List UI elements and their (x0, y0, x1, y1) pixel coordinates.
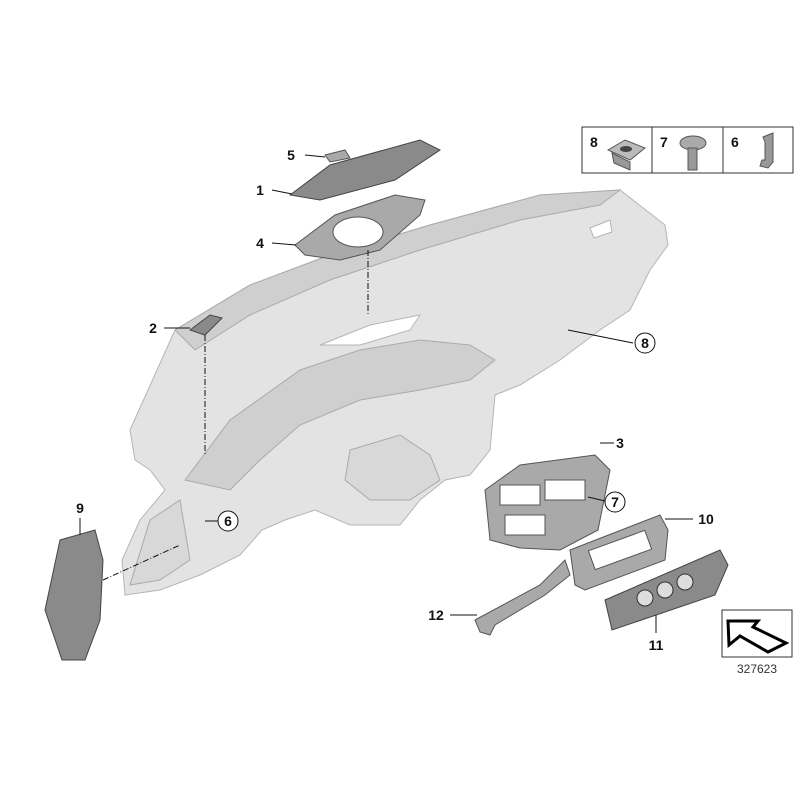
orientation-box: 327623 (721, 609, 793, 676)
cage-nut-icon (606, 139, 646, 171)
callout-10: 10 (698, 511, 714, 527)
callout-3: 3 (616, 435, 624, 451)
callout-6: 6 (224, 513, 232, 529)
arrow-icon (726, 619, 790, 654)
callout-4: 4 (256, 235, 264, 251)
bracket-clip-icon (759, 132, 774, 169)
callout-8: 8 (641, 335, 649, 351)
callout-11: 11 (649, 637, 664, 653)
callout-12: 12 (428, 607, 444, 623)
part-9-end-cover[interactable] (44, 529, 104, 661)
callout-7: 7 (611, 494, 619, 510)
callout-2: 2 (149, 320, 157, 336)
part-2-air-vent[interactable] (188, 314, 223, 336)
part-5-clip[interactable] (324, 149, 351, 163)
fastener-label-6: 6 (731, 134, 739, 150)
fastener-label-8: 8 (590, 134, 598, 150)
callout-9: 9 (76, 500, 84, 516)
fastener-box: 8 7 6 (581, 126, 794, 174)
part-1-upper-trim[interactable] (288, 139, 441, 201)
part-12-support-bracket[interactable] (474, 559, 571, 636)
fastener-label-7: 7 (660, 134, 668, 150)
dashboard-panel[interactable] (121, 189, 669, 596)
callout-5: 5 (287, 147, 295, 163)
callout-1: 1 (256, 182, 264, 198)
hex-bolt-icon (679, 135, 707, 171)
diagram-number: 327623 (737, 662, 777, 676)
